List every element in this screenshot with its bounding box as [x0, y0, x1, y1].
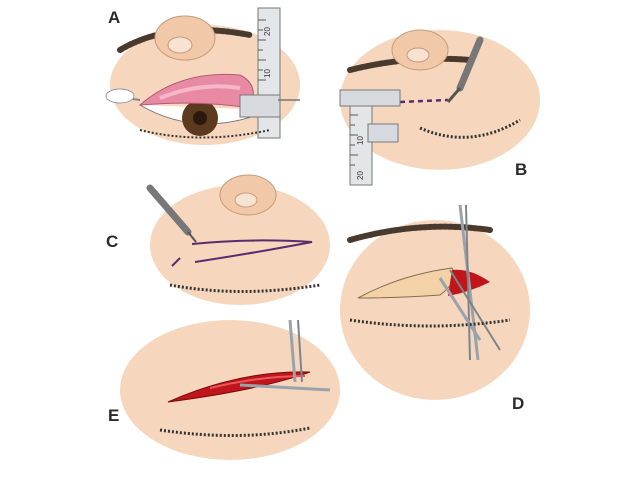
- panel-a: 20 10 A: [100, 0, 300, 150]
- panel-a-illustration: 20 10: [105, 7, 300, 145]
- panel-d-illustration: [340, 204, 530, 400]
- panel-c-illustration: [146, 174, 330, 305]
- ruler-label-b-mid: 10: [356, 136, 365, 145]
- panel-letter-b: B: [515, 160, 528, 179]
- panel-b: 20 10 B: [330, 20, 540, 190]
- panel-letter-c: C: [106, 232, 119, 251]
- ruler-label-b-top: 20: [356, 171, 365, 180]
- panel-letter-d: D: [512, 394, 525, 413]
- panel-letter-a: A: [108, 8, 121, 27]
- panel-letter-e: E: [108, 406, 120, 425]
- ruler-label-a-top: 20: [263, 27, 272, 36]
- panel-d: D: [340, 200, 540, 420]
- panel-e-illustration: [120, 319, 340, 460]
- ruler-label-a-mid: 10: [263, 69, 272, 78]
- panel-b-illustration: 20 10: [339, 29, 540, 186]
- panel-e: E: [100, 310, 340, 470]
- panel-c: C: [100, 170, 330, 310]
